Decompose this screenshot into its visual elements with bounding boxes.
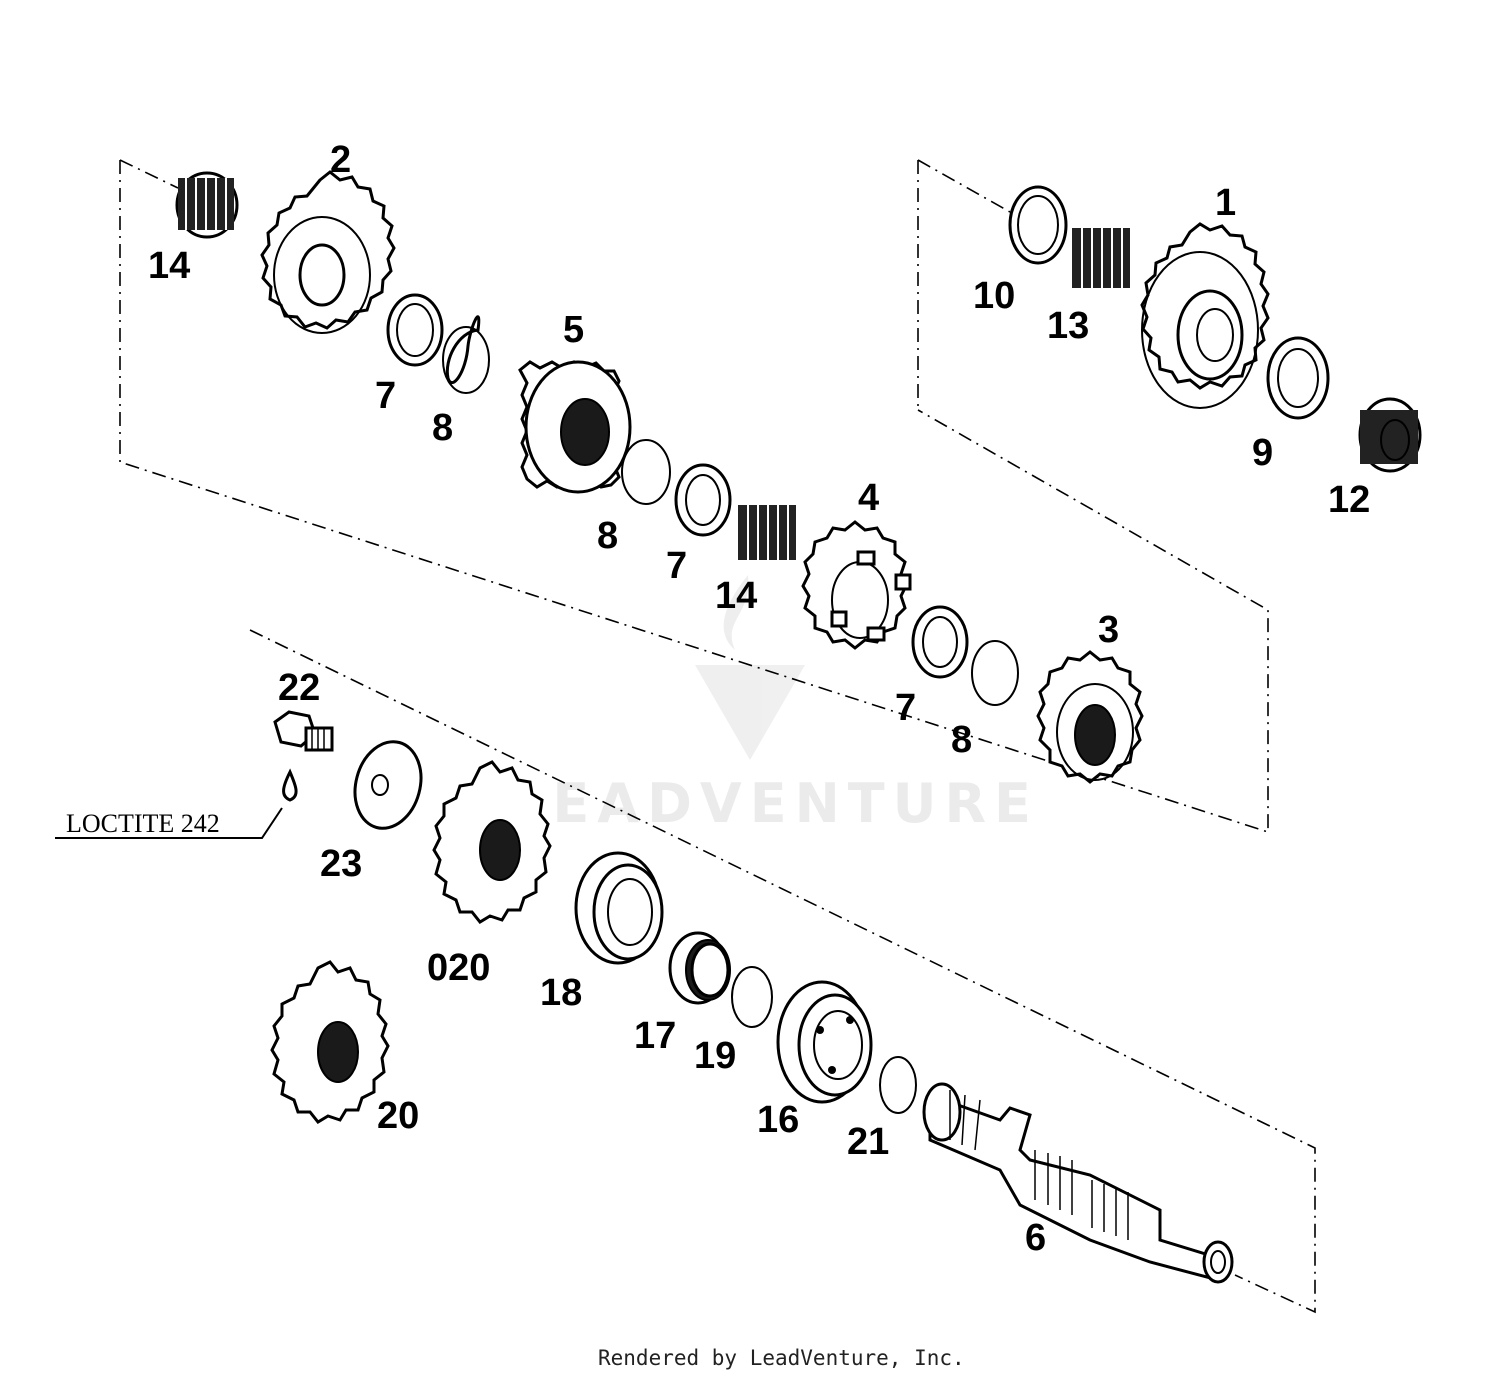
callout-8-middle: 8 — [597, 515, 618, 557]
sprocket-020[interactable] — [432, 760, 552, 924]
callout-8-upper: 8 — [432, 407, 453, 449]
needle-bearing-14-middle[interactable] — [738, 505, 796, 560]
callout-19: 19 — [694, 1035, 736, 1077]
callout-22: 22 — [278, 667, 320, 709]
watermark-text: LEADVENTURE — [510, 772, 1039, 835]
callout-12: 12 — [1328, 479, 1370, 521]
callout-6: 6 — [1025, 1217, 1046, 1259]
footer-credit: Rendered by LeadVenture, Inc. — [598, 1346, 965, 1370]
upper-assembly-outline — [119, 160, 1269, 834]
callout-13: 13 — [1047, 305, 1089, 347]
washer-23[interactable] — [346, 734, 431, 836]
watermark: LEADVENTURE — [510, 575, 1039, 835]
callout-7-lower: 7 — [895, 687, 916, 729]
callout-8-lower: 8 — [951, 719, 972, 761]
sprocket-20[interactable] — [270, 960, 390, 1124]
splined-washer-7-middle[interactable] — [674, 463, 732, 537]
callout-1: 1 — [1215, 182, 1236, 224]
gear-4[interactable] — [801, 520, 912, 650]
gear-1[interactable] — [1140, 222, 1270, 409]
o-ring-21[interactable] — [879, 1056, 917, 1114]
gear-2[interactable] — [260, 170, 396, 334]
splined-washer-7-upper[interactable] — [386, 293, 444, 367]
loctite-drop-icon — [55, 768, 298, 839]
circlip-8-lower[interactable] — [971, 640, 1019, 706]
callout-9: 9 — [1252, 432, 1273, 474]
ball-bearing-16[interactable] — [776, 980, 873, 1104]
main-shaft-6[interactable] — [922, 1082, 1234, 1284]
splined-washer-7-lower[interactable] — [911, 605, 969, 679]
circlip-8-middle[interactable] — [621, 439, 671, 505]
gear-5[interactable] — [518, 360, 632, 494]
spacer-sleeve-17[interactable] — [668, 931, 731, 1005]
callout-7-middle: 7 — [666, 545, 687, 587]
needle-bearing-14-top[interactable] — [175, 171, 239, 239]
assembly-outlines — [119, 159, 1316, 1314]
shaft-assembly-outline — [249, 629, 1316, 1314]
o-ring-19[interactable] — [731, 966, 773, 1028]
callout-14-top: 14 — [148, 245, 190, 287]
callout-17: 17 — [634, 1015, 676, 1057]
needle-bearing-13[interactable] — [1072, 228, 1130, 288]
thrust-washer-9[interactable] — [1266, 336, 1330, 420]
callout-labels: 1 2 3 4 5 6 7 7 7 8 8 8 9 10 12 13 14 14… — [148, 139, 1370, 1259]
callout-4: 4 — [858, 477, 879, 519]
callout-5: 5 — [563, 309, 584, 351]
callout-3: 3 — [1098, 609, 1119, 651]
needle-bearing-12[interactable] — [1358, 397, 1422, 473]
callout-21: 21 — [847, 1121, 889, 1163]
gear-3[interactable] — [1036, 650, 1144, 784]
callout-16: 16 — [757, 1099, 799, 1141]
upper-assembly-outline-top — [119, 159, 179, 189]
circlip-8-upper[interactable] — [442, 315, 490, 394]
thrust-washer-10[interactable] — [1008, 185, 1068, 265]
callout-14-middle: 14 — [715, 575, 757, 617]
idler-assembly-outline — [917, 159, 1011, 410]
callout-10: 10 — [973, 275, 1015, 317]
callout-20: 20 — [377, 1095, 419, 1137]
flange-bolt-22[interactable] — [273, 710, 334, 752]
loctite-label: LOCTITE 242 — [66, 809, 220, 838]
callout-23: 23 — [320, 843, 362, 885]
callout-18: 18 — [540, 972, 582, 1014]
callout-020: 020 — [427, 947, 490, 989]
callout-7-upper: 7 — [375, 375, 396, 417]
callout-2: 2 — [330, 139, 351, 181]
ball-bearing-18[interactable] — [574, 851, 664, 965]
